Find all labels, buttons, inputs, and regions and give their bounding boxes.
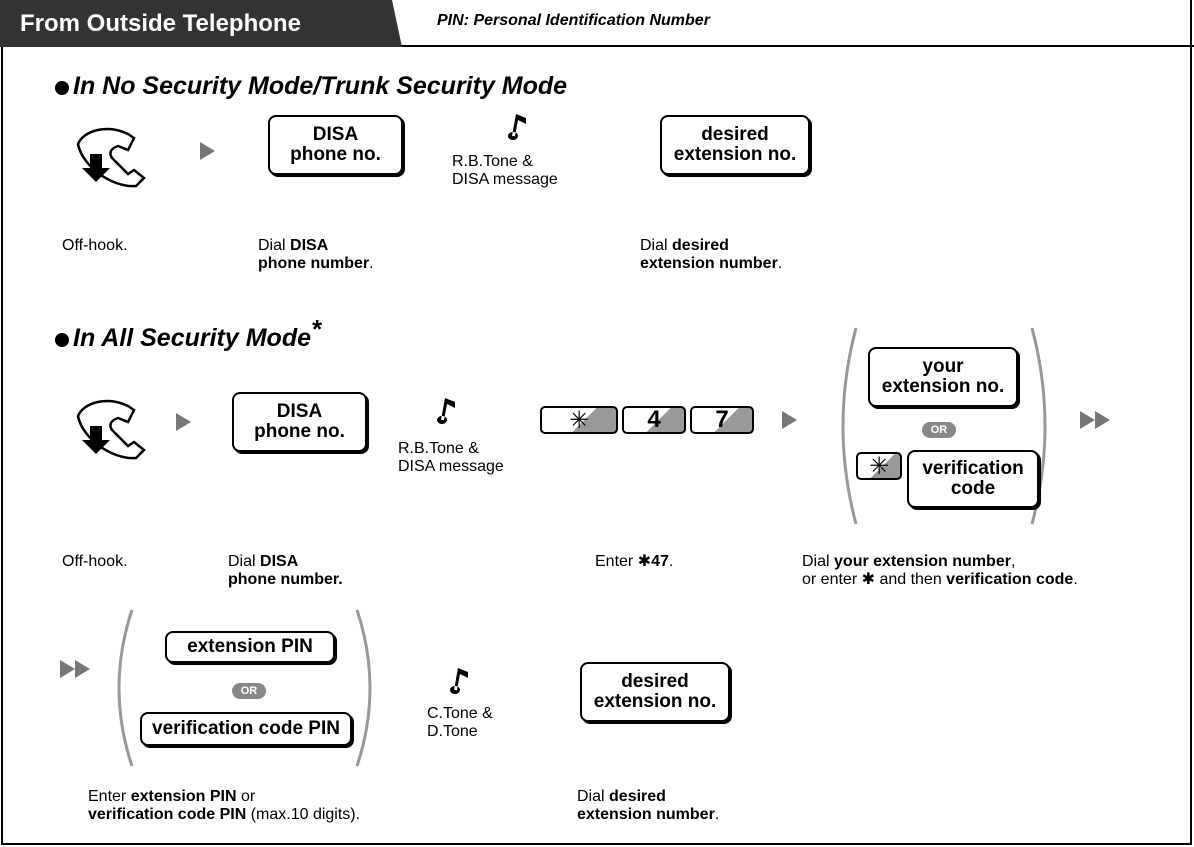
bullet-icon bbox=[55, 333, 69, 347]
section-title-no-security: In No Security Mode/Trunk Security Mode bbox=[55, 72, 567, 101]
section-title-all-security: In All Security Mode* bbox=[55, 314, 321, 353]
desc-offhook: Off-hook. bbox=[62, 553, 128, 570]
play-arrow-icon bbox=[782, 411, 797, 429]
disa-phone-box: DISA phone no. bbox=[268, 115, 403, 175]
disa-phone-box: DISA phone no. bbox=[232, 392, 367, 452]
play-arrow-icon bbox=[200, 142, 215, 160]
desc-enter-code: Enter ✱47. bbox=[595, 553, 674, 570]
desc-your-ext: Dial your extension number, or enter ✱ a… bbox=[802, 553, 1078, 588]
pin-note: PIN: Personal Identification Number bbox=[437, 12, 710, 29]
tone-label: C.Tone & D.Tone bbox=[427, 705, 493, 740]
footnote-asterisk: * bbox=[311, 314, 322, 344]
extension-pin-box: extension PIN bbox=[165, 631, 335, 663]
desc-enter-pin: Enter extension PIN or verification code… bbox=[88, 788, 361, 823]
desired-extension-box: desired extension no. bbox=[580, 662, 730, 722]
double-arrow-icon bbox=[60, 660, 90, 683]
double-arrow-icon bbox=[1080, 411, 1110, 434]
bullet-icon bbox=[55, 81, 69, 95]
section-title-text: In All Security Mode bbox=[73, 324, 312, 352]
desc-offhook: Off-hook. bbox=[62, 237, 128, 254]
desired-extension-box: desired extension no. bbox=[660, 115, 810, 175]
key-4: 4 bbox=[622, 406, 686, 434]
tone-label: R.B.Tone & DISA message bbox=[452, 153, 558, 188]
verification-code-pin-box: verification code PIN bbox=[140, 712, 352, 746]
your-extension-box: your extension no. bbox=[868, 347, 1018, 407]
header-rule bbox=[0, 45, 1194, 47]
play-arrow-icon bbox=[176, 413, 191, 431]
left-paren bbox=[841, 327, 858, 525]
header-title: From Outside Telephone bbox=[0, 0, 392, 47]
musical-note-icon bbox=[508, 114, 526, 140]
right-paren bbox=[355, 609, 372, 767]
or-badge: OR bbox=[922, 422, 956, 438]
tone-label: R.B.Tone & DISA message bbox=[398, 440, 504, 475]
handset-offhook-icon bbox=[76, 399, 146, 460]
or-badge: OR bbox=[232, 683, 266, 699]
desc-dial-desired: Dial desired extension number. bbox=[577, 788, 720, 823]
verification-code-box: verification code bbox=[907, 450, 1039, 508]
key-star-alt: ✳ bbox=[856, 452, 902, 480]
left-paren bbox=[117, 609, 134, 767]
musical-note-icon bbox=[437, 398, 455, 424]
handset-offhook-icon bbox=[76, 127, 146, 188]
key-7: 7 bbox=[690, 406, 754, 434]
musical-note-icon bbox=[450, 668, 468, 694]
section-title-text: In No Security Mode/Trunk Security Mode bbox=[73, 72, 568, 100]
key-star: ✳ bbox=[540, 406, 618, 434]
